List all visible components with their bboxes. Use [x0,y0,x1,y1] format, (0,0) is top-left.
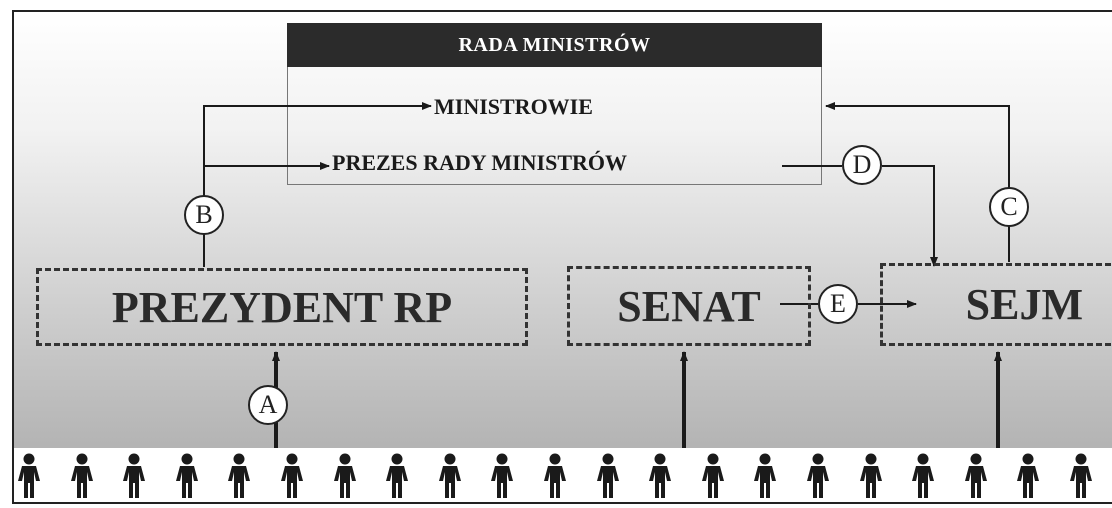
person-icon [701,453,724,498]
council-of-ministers-title: RADA MINISTRÓW [287,23,822,67]
person-icon [491,453,514,498]
person-icon [18,453,40,498]
person-icon [649,453,672,498]
person-icon [544,453,566,498]
person-icon [596,453,619,498]
prime-minister-label: PREZES RADY MINISTRÓW [332,150,628,175]
sejm-box: SEJM [880,263,1112,346]
person-icon [1017,453,1040,498]
person-icon [386,453,409,498]
marker-c: C [989,187,1029,227]
person-icon [175,453,198,498]
president-box: PREZYDENT RP [36,268,528,346]
person-icon [807,453,829,498]
marker-a: A [248,385,288,425]
arrow-d-to-sejm [882,165,938,267]
person-icon [333,453,356,498]
person-icon [228,453,251,498]
diagram-canvas: RADA MINISTRÓW MI [12,10,1112,504]
marker-d: D [842,145,882,185]
person-icon [964,453,987,498]
connector-arrows [203,102,1010,448]
marker-e: E [818,284,858,324]
person-icon [859,453,882,498]
arrow-b-to-ministers [203,102,432,267]
senate-label: SENAT [617,281,761,331]
marker-b: B [184,195,224,235]
sejm-label: SEJM [965,280,1083,329]
person-icon [754,453,777,498]
ministers-label: MINISTROWIE [434,94,593,119]
senate-box: SENAT [567,266,811,346]
person-icon [281,453,303,498]
person-icon [1070,453,1092,498]
person-icon [123,453,146,498]
president-label: PREZYDENT RP [111,282,453,332]
arrow-c-to-ministers [825,102,1010,262]
person-icon [438,453,461,498]
person-icon [912,453,935,498]
person-icon [70,453,93,498]
